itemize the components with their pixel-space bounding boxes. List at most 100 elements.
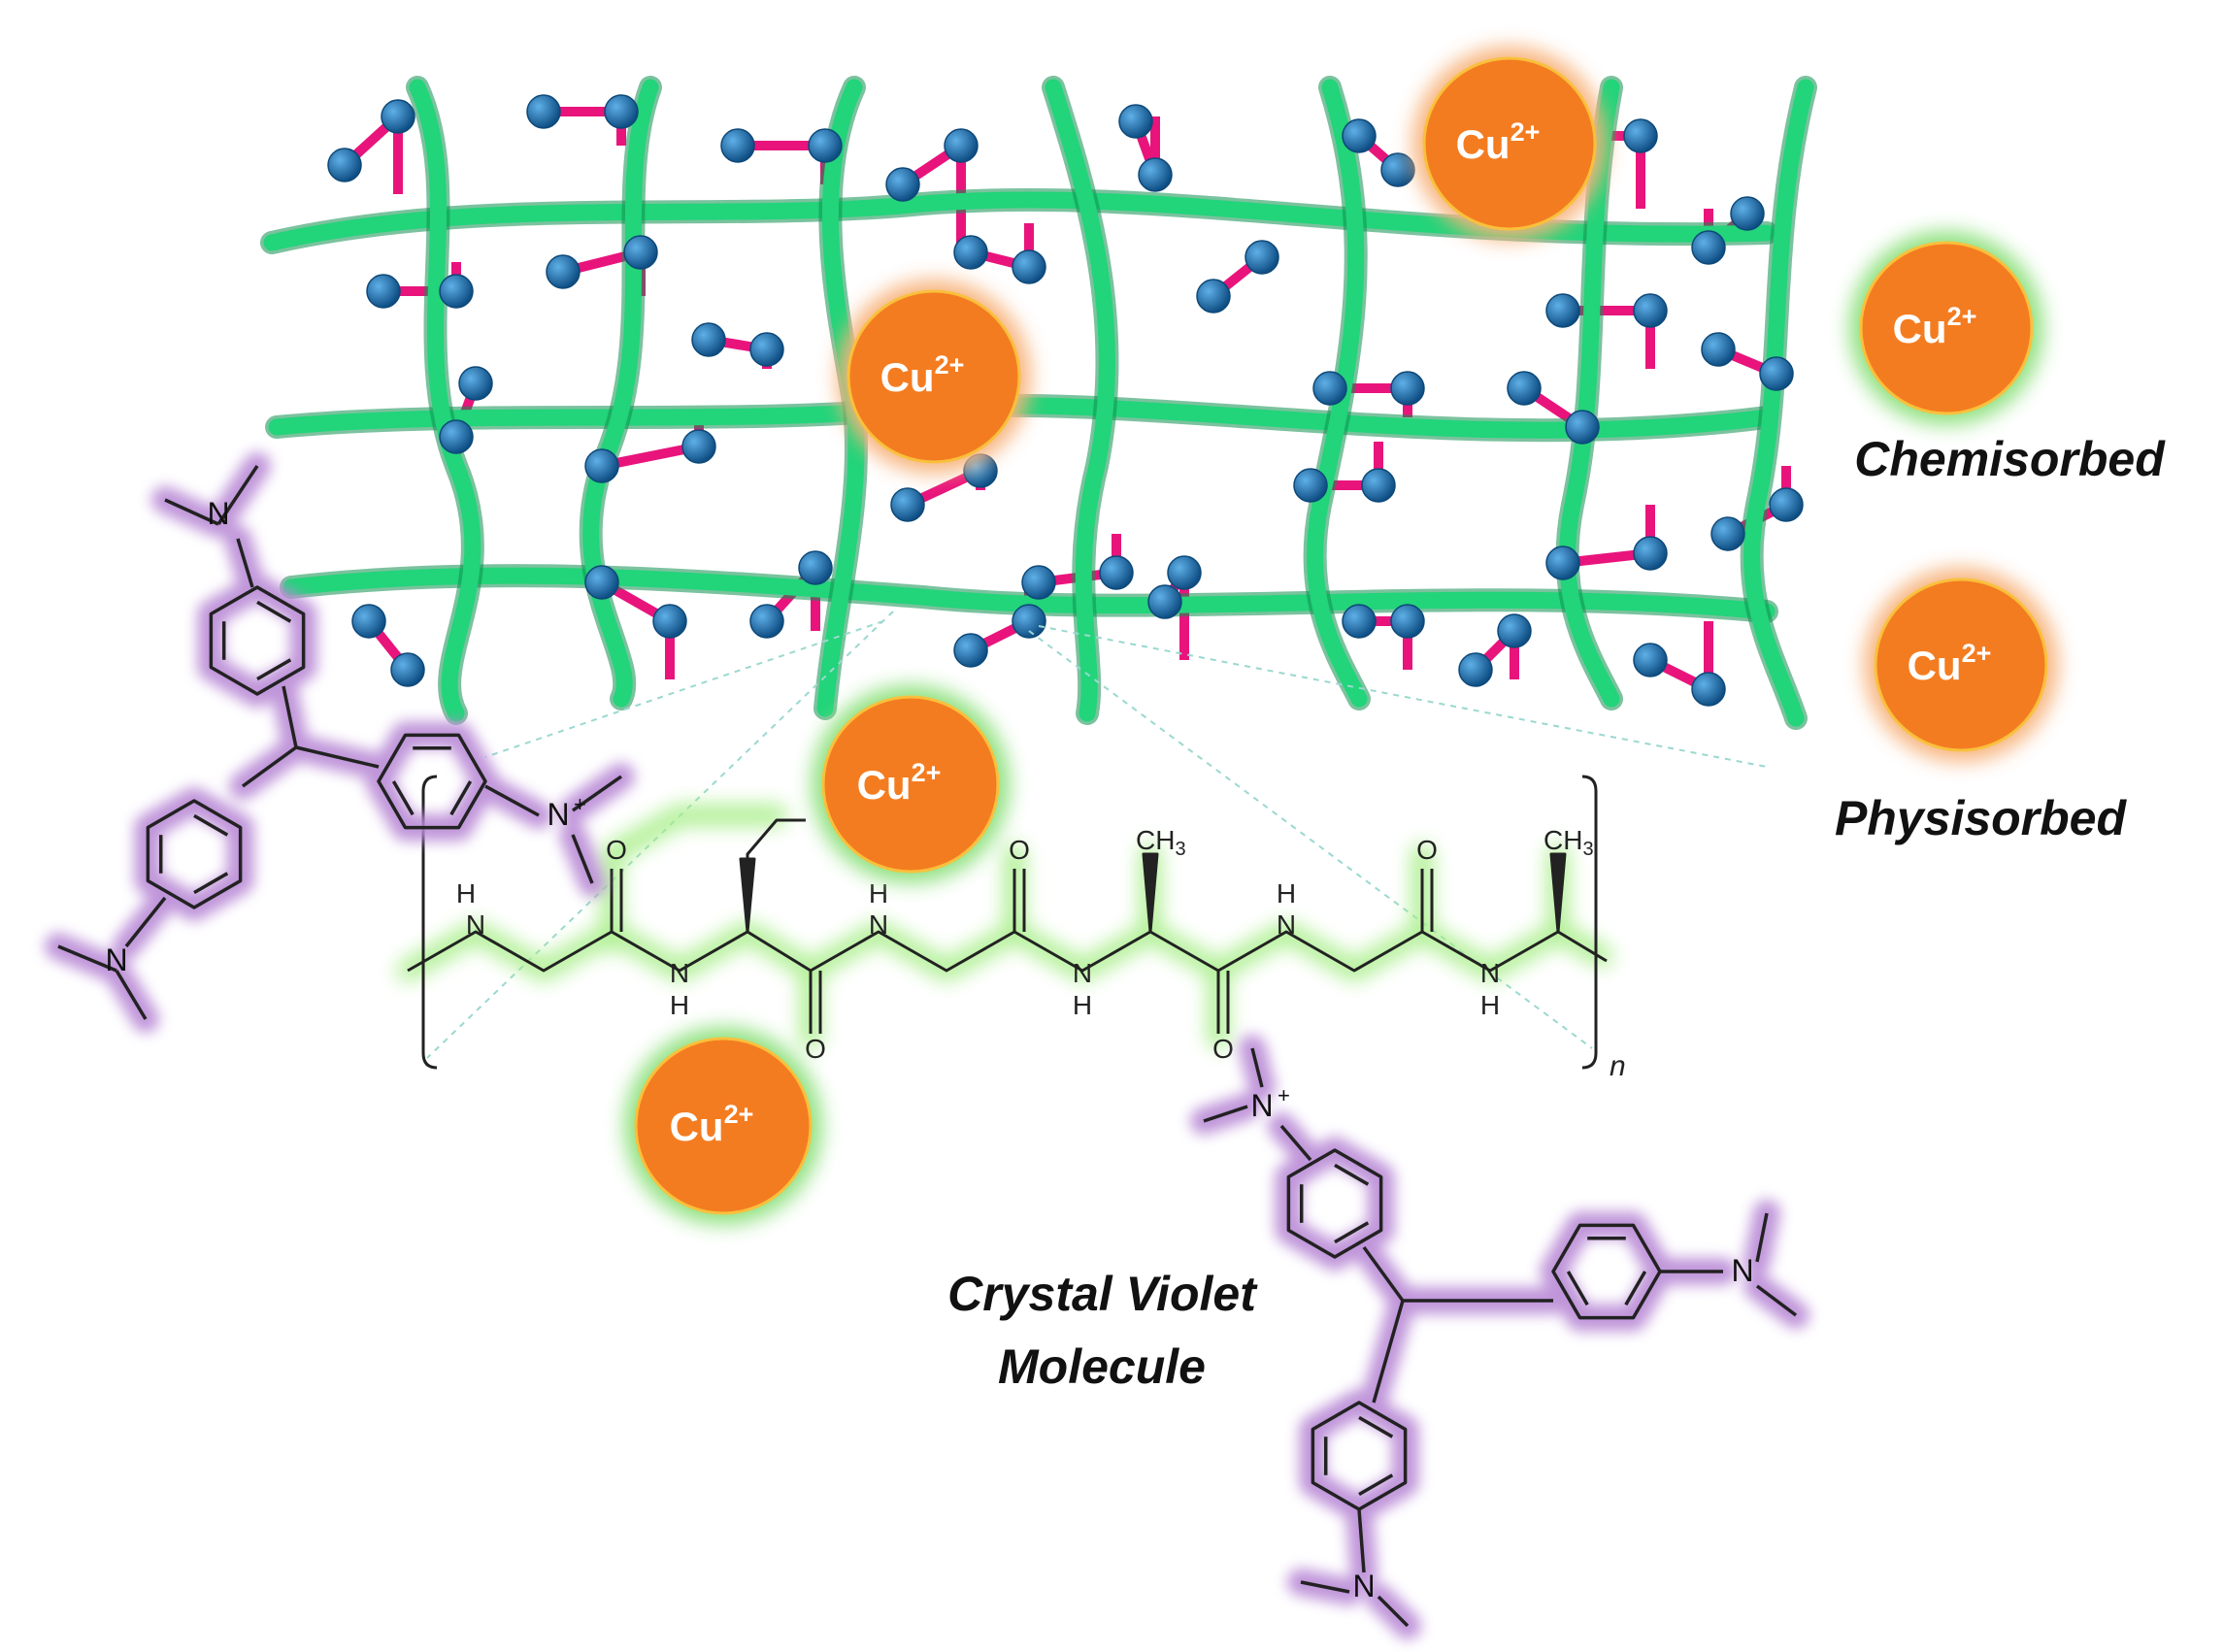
- dye-bond: [571, 775, 623, 812]
- crosslink-node: [1545, 293, 1580, 328]
- dye-label-line1: Crystal Violet: [947, 1267, 1258, 1321]
- ring-double-bond: [256, 658, 292, 681]
- dye-bond: [124, 896, 167, 948]
- dye-label-line2: Molecule: [998, 1339, 1206, 1394]
- crystal-violet-molecule-left: NNN+: [45, 452, 635, 1033]
- repeat-subscript: n: [1610, 1050, 1626, 1082]
- ring-double-bond: [1566, 1271, 1589, 1306]
- atom-o: O: [1212, 1034, 1234, 1064]
- cu-ion-physisorbed: Cu2+: [1412, 47, 1607, 241]
- dye-bond: [1279, 1124, 1312, 1162]
- dye-bond: [1362, 1245, 1405, 1303]
- crosslink-node: [526, 94, 561, 129]
- dye-bond: [1372, 1300, 1405, 1404]
- crosslink-node: [720, 128, 755, 163]
- crosslink-node: [1293, 468, 1328, 503]
- crosslink-node: [1312, 371, 1347, 406]
- crosslink-node: [681, 429, 716, 464]
- ring-double-bond: [1358, 1415, 1394, 1438]
- crosslink-node: [1245, 240, 1279, 275]
- crosslink-node: [1691, 672, 1726, 707]
- crystal-violet-molecule-right: N+NN: [1190, 1035, 1809, 1639]
- crosslink-node: [798, 550, 833, 585]
- cu-ion-sphere: [821, 695, 1000, 874]
- atom-o: O: [805, 1034, 826, 1064]
- crosslink-node: [652, 604, 687, 639]
- atom-n: N: [670, 958, 689, 988]
- charge-plus: +: [574, 792, 586, 816]
- crosslink-node: [953, 235, 988, 270]
- crosslink-node: [366, 274, 401, 309]
- crosslink-node: [584, 565, 619, 600]
- crosslink-node: [351, 604, 386, 639]
- dye-bond: [1755, 1284, 1798, 1317]
- polymer-network: [260, 76, 1817, 730]
- dye-bond: [1755, 1212, 1769, 1263]
- crosslink-node: [1730, 196, 1765, 231]
- cu-ion-symbol: Cu: [670, 1104, 724, 1149]
- dye-bond: [484, 784, 540, 817]
- atom-h: H: [1277, 878, 1296, 909]
- crosslink-node: [439, 274, 474, 309]
- cu-ion-sphere: [1874, 578, 2048, 752]
- benzene-ring: [209, 585, 306, 696]
- copper-ions: Cu2+Cu2+Cu2+Cu2+Cu2+Cu2+: [624, 47, 2058, 1225]
- atom-ch3-main: CH: [1136, 825, 1175, 855]
- crosslink-node: [1012, 249, 1046, 284]
- cu-ion-charge: 2+: [935, 350, 965, 380]
- crosslink-node: [749, 604, 784, 639]
- crosslink-node: [1507, 371, 1542, 406]
- crosslink-node: [1701, 332, 1736, 367]
- atom-h: H: [670, 990, 689, 1020]
- dye-bond: [1300, 1580, 1350, 1594]
- crosslink-node: [1710, 516, 1745, 551]
- atom-h: H: [1073, 990, 1092, 1020]
- crosslink-node: [1497, 613, 1532, 648]
- polymer-fibers: [260, 76, 1817, 730]
- cu-ion-sphere: [1859, 241, 2034, 415]
- dye-bond: [236, 538, 254, 588]
- atom-n: N: [1277, 909, 1296, 940]
- crosslink-node: [390, 652, 425, 687]
- ring-double-bond: [449, 780, 473, 816]
- polymer-fiber: [1743, 79, 1814, 727]
- crosslink-node: [1390, 371, 1425, 406]
- atom-ch3-sub: 3: [1175, 839, 1185, 860]
- crosslink-node: [1633, 536, 1668, 571]
- benzene-ring: [1286, 1148, 1383, 1259]
- dye-bond: [295, 745, 380, 769]
- dye-bond: [1203, 1105, 1248, 1123]
- polymer-fiber: [1307, 79, 1368, 708]
- cu-ion-label: Cu2+: [670, 1100, 754, 1149]
- dye-glow: [1190, 1035, 1809, 1639]
- cu-ion-physisorbed: Cu2+: [1864, 568, 2058, 762]
- dye-bond: [282, 685, 298, 748]
- crosslink-node: [1380, 152, 1415, 187]
- crosslink-node: [691, 322, 726, 357]
- cu-ion-symbol: Cu: [880, 354, 935, 400]
- crosslink-node: [953, 633, 988, 668]
- cu-ion-label: Cu2+: [1908, 639, 1992, 688]
- zoom-guide-lines: [426, 611, 1768, 1059]
- atom-n: N: [1073, 958, 1092, 988]
- cu-ion-physisorbed: Cu2+: [837, 280, 1031, 474]
- crosslink-node: [327, 148, 362, 182]
- atom-ch3-main: CH: [1544, 825, 1582, 855]
- crosslink-node: [808, 128, 843, 163]
- ring-double-bond: [391, 780, 415, 816]
- atom-o: O: [1416, 835, 1438, 865]
- crosslink-node: [1759, 356, 1794, 391]
- dye-bond: [1250, 1047, 1264, 1088]
- polymer-fiber: [1559, 79, 1620, 708]
- crosslink-node: [885, 167, 920, 202]
- cu-ion-sphere: [1422, 56, 1597, 231]
- dye-bond: [1357, 1508, 1366, 1573]
- dye-bond: [571, 834, 594, 884]
- atom-ch3: CH3: [1544, 825, 1594, 860]
- atom-n: N: [1480, 958, 1500, 988]
- cu-ion-chemisorbed: Cu2+: [1849, 231, 2043, 425]
- cu-ion-label: Cu2+: [880, 350, 965, 400]
- dye-glow: [45, 452, 635, 1033]
- crosslink-node: [1021, 565, 1056, 600]
